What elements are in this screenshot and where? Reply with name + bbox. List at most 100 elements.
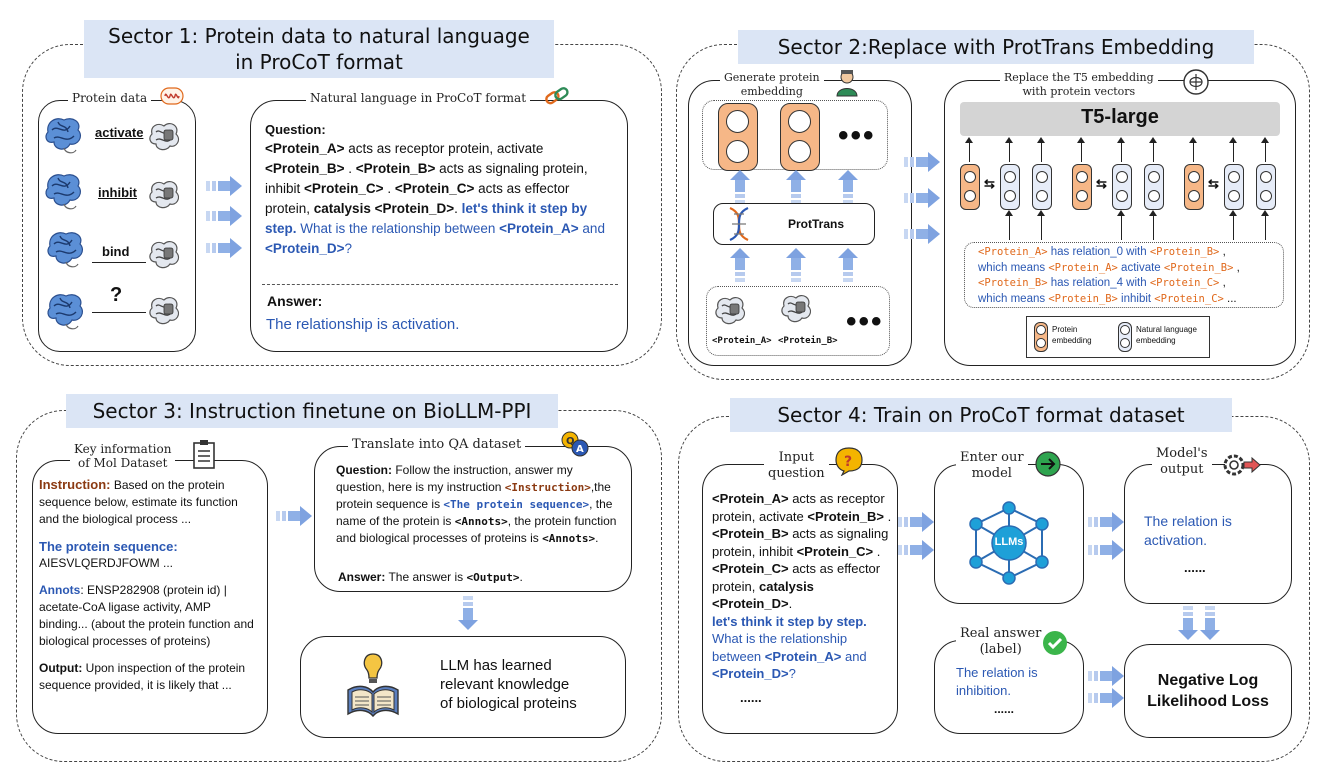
question-token: <Protein_A> <box>265 141 345 156</box>
qa-question-text: Question: Follow the instruction, answer… <box>336 463 617 545</box>
protein-embedding-vector <box>780 103 820 171</box>
legend-protein-swatch <box>1034 322 1048 352</box>
sector-2-title: Sector 2:Replace with ProtTrans Embeddin… <box>738 30 1254 64</box>
up-arrow <box>1233 140 1234 162</box>
arrow-head <box>1037 210 1045 216</box>
input-question-text: <Protein_A> acts as receptor protein, ac… <box>712 490 892 706</box>
flow-arrow <box>904 188 940 208</box>
loss-panel <box>1124 644 1292 738</box>
nl-embedding-vector <box>1144 164 1164 210</box>
flow-arrow <box>1088 688 1124 708</box>
replace-embedding-label: Replace the T5 embedding with protein ve… <box>1000 71 1158 99</box>
nl-relation-text: <Protein_A> has relation_0 with <Protein… <box>978 245 1278 307</box>
arrow-head <box>1117 210 1125 216</box>
question-token: . <box>454 201 458 216</box>
relation-inhibit: inhibit <box>98 185 137 200</box>
legend-nl-swatch <box>1118 322 1132 352</box>
input-more: ...... <box>740 689 762 705</box>
svg-text:Q: Q <box>566 436 575 447</box>
question-token: acts as signaling protein, inhibit <box>265 161 588 196</box>
legend-nl-text: Natural language embedding <box>1136 325 1197 345</box>
nl-embedding-vector <box>1256 164 1276 210</box>
up-arrow <box>1121 140 1122 162</box>
flow-arrow <box>1088 666 1124 686</box>
model-label: Enter our model <box>956 450 1028 482</box>
nl-embedding-vector <box>1112 164 1132 210</box>
real-answer-label: Real answer (label) <box>956 626 1046 658</box>
question-token: . <box>383 181 395 196</box>
question-token: <Protein_C> <box>712 561 789 576</box>
document-list-icon <box>193 440 215 469</box>
swap-icon: ⇆ <box>1208 176 1219 191</box>
question-token: catalysis <box>758 578 814 594</box>
question-token: <Protein_B> <box>807 508 884 524</box>
question-token: <Protein_D> <box>712 666 789 681</box>
question-token: acts as signaling protein, inhibit <box>712 526 889 559</box>
protein-coil-icon <box>160 87 184 105</box>
flow-arrow <box>730 170 750 204</box>
flow-arrow <box>1200 606 1220 640</box>
relation-token: inhibit <box>1117 292 1155 305</box>
question-token: <Protein_A> <box>499 221 579 236</box>
question-token: <Protein_A> <box>764 648 842 664</box>
protein-structure-image <box>149 296 180 325</box>
real-answer-more: ...... <box>994 702 1015 716</box>
flow-arrow <box>898 512 934 532</box>
translate-label: Translate into QA dataset <box>348 438 526 452</box>
protein-b-label: <Protein_B> <box>778 336 838 346</box>
qa-bubble-icon: Q A <box>561 431 589 457</box>
protein-embedding-vector <box>718 103 758 171</box>
flow-arrow <box>904 224 940 244</box>
question-token: <Protein_C> <box>394 181 475 196</box>
question-token: <Protein_C> <box>796 543 874 559</box>
svg-text:?: ? <box>844 454 852 470</box>
up-arrow <box>1081 140 1082 162</box>
flow-arrow <box>838 170 858 204</box>
question-token: . <box>873 543 881 559</box>
relation-line <box>92 262 146 263</box>
generate-embedding-label: Generate protein embedding <box>720 71 824 99</box>
question-token: and <box>578 221 605 236</box>
book-idea-icon <box>347 653 399 718</box>
qa-answer-text: Answer: The answer is <Output>. <box>338 570 523 584</box>
question-token: acts as effector protein, <box>712 561 881 594</box>
question-token: <Protein_B> <box>355 161 436 176</box>
question-token: . <box>883 508 892 524</box>
up-arrow <box>1153 212 1154 240</box>
arrow-head <box>1149 210 1157 216</box>
protein-embedding-vector <box>960 164 980 210</box>
arrow-head <box>1149 137 1157 143</box>
model-output-label: Model's output <box>1152 446 1212 478</box>
flow-arrow <box>1178 606 1198 640</box>
brain-circuit-icon <box>1183 69 1209 95</box>
up-arrow <box>1193 140 1194 162</box>
arrow-head <box>1117 137 1125 143</box>
protein-structure-image <box>45 118 82 154</box>
relation-unknown: ? <box>110 284 123 306</box>
link-chain-icon <box>545 87 569 105</box>
arrow-head <box>1005 210 1013 216</box>
relation-token: , <box>1233 261 1240 274</box>
answer-divider <box>262 284 618 285</box>
dna-icon <box>729 206 749 242</box>
flow-arrow <box>1088 540 1124 560</box>
question-token: What is the relationship between <box>296 221 500 236</box>
procot-question: Question: <Protein_A> acts as receptor p… <box>265 122 605 256</box>
flow-arrow <box>898 540 934 560</box>
protein-structure-image <box>715 296 746 325</box>
t5-model-bar <box>960 102 1280 136</box>
flow-arrow <box>1088 512 1124 532</box>
question-token: and <box>841 648 867 664</box>
protein-structure-image <box>781 294 812 323</box>
relation-token: activate <box>1117 261 1164 274</box>
relation-token: which means <box>978 292 1049 305</box>
up-arrow <box>1233 212 1234 240</box>
enter-arrow-icon <box>1035 451 1061 477</box>
protein-input-box <box>706 286 890 356</box>
flow-arrow <box>206 238 242 258</box>
protein-structure-image <box>45 174 82 210</box>
relation-token: has relation_4 with <box>1047 277 1150 289</box>
learned-knowledge-text: LLM has learned relevant knowledge of bi… <box>440 657 577 712</box>
scientist-icon <box>836 70 858 97</box>
up-arrow <box>969 140 970 162</box>
